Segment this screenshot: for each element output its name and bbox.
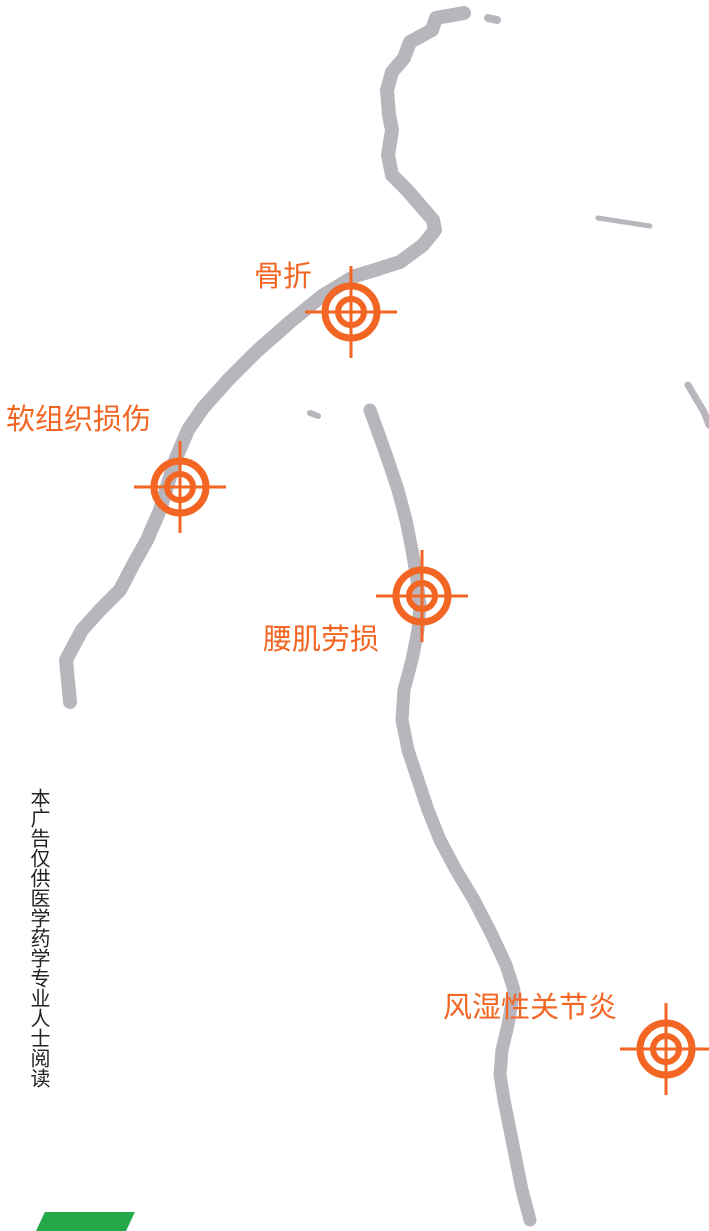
target-lumbar-icon[interactable] bbox=[376, 550, 468, 642]
outline-head-arm bbox=[59, 6, 471, 709]
label-soft-tissue: 软组织损伤 bbox=[6, 402, 152, 436]
outline-speck-top bbox=[484, 14, 501, 24]
outline-speck-armpit bbox=[307, 410, 321, 419]
target-rheumatoid-icon[interactable] bbox=[620, 1003, 709, 1095]
target-fracture-icon[interactable] bbox=[305, 266, 397, 358]
disclaimer-text: 本广告仅供医学药学专业人士阅读 bbox=[27, 788, 51, 1088]
green-strip bbox=[36, 1212, 135, 1231]
label-fracture: 骨折 bbox=[254, 259, 313, 293]
outline-right-top bbox=[595, 215, 653, 229]
label-rheumatoid: 风湿性关节炎 bbox=[443, 990, 618, 1024]
target-soft-tissue-icon[interactable] bbox=[134, 441, 226, 533]
label-lumbar: 腰肌劳损 bbox=[263, 622, 380, 656]
outline-right-mid bbox=[684, 381, 709, 429]
outline-back bbox=[363, 403, 537, 1227]
